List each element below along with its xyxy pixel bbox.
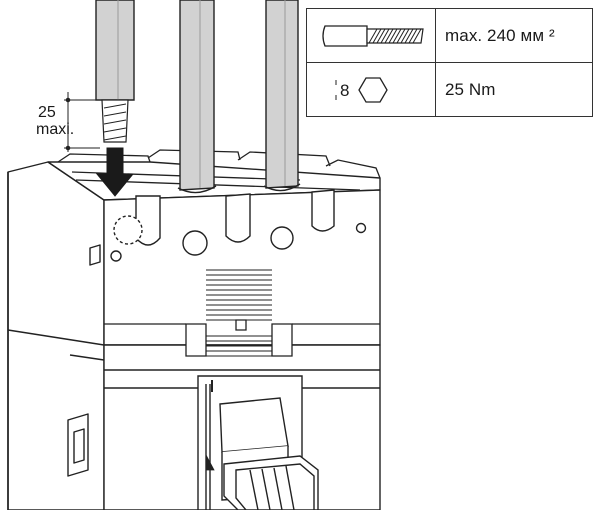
cable-1-stripped-strands [101,99,129,143]
cover-clips [104,319,380,357]
spec-row-cable-section: max. 240 мм ² [306,8,593,63]
spec-table: max. 240 мм ² 8 25 Nm [306,8,593,117]
terminal-slot-3 [311,189,335,232]
insertion-arrow-icon [95,147,135,197]
hexagon-nut-icon [358,77,388,103]
cable-3 [265,0,299,189]
spec-row-tightening-torque: 8 25 Nm [306,62,593,117]
strip-length-value: 25 [38,104,56,121]
cable-section-icon-cell [306,8,436,63]
side-screw-hole [110,250,122,262]
breaker-side-face [7,161,105,510]
terminal-screw-hole-3 [355,222,367,234]
cables [95,0,301,194]
toggle-lever [219,397,289,453]
heat-sink-grille [206,269,272,357]
terminal-screw-hole-1 [182,230,208,256]
strip-length-dimension [64,92,100,152]
hex-socket-icon: 8 [335,77,388,103]
tightening-torque-icon-cell: 8 [306,62,436,117]
terminal-screw-holes [113,215,367,256]
cable-section-value: max. 240 мм ² [435,8,593,63]
strip-length-label: maxi. [36,121,74,138]
stripped-cable-icon [322,25,424,47]
terminal-slot-2 [225,193,251,243]
cable-1-insulation [95,0,135,101]
toggle-handle [197,375,319,510]
side-mounting-slot [89,244,101,266]
cable-2 [179,0,215,191]
terminal-screw-hole-dashed [113,215,143,245]
hex-socket-size: 8 [340,81,349,100]
tightening-torque-value: 25 Nm [435,62,593,117]
terminal-screw-hole-2 [270,226,294,250]
